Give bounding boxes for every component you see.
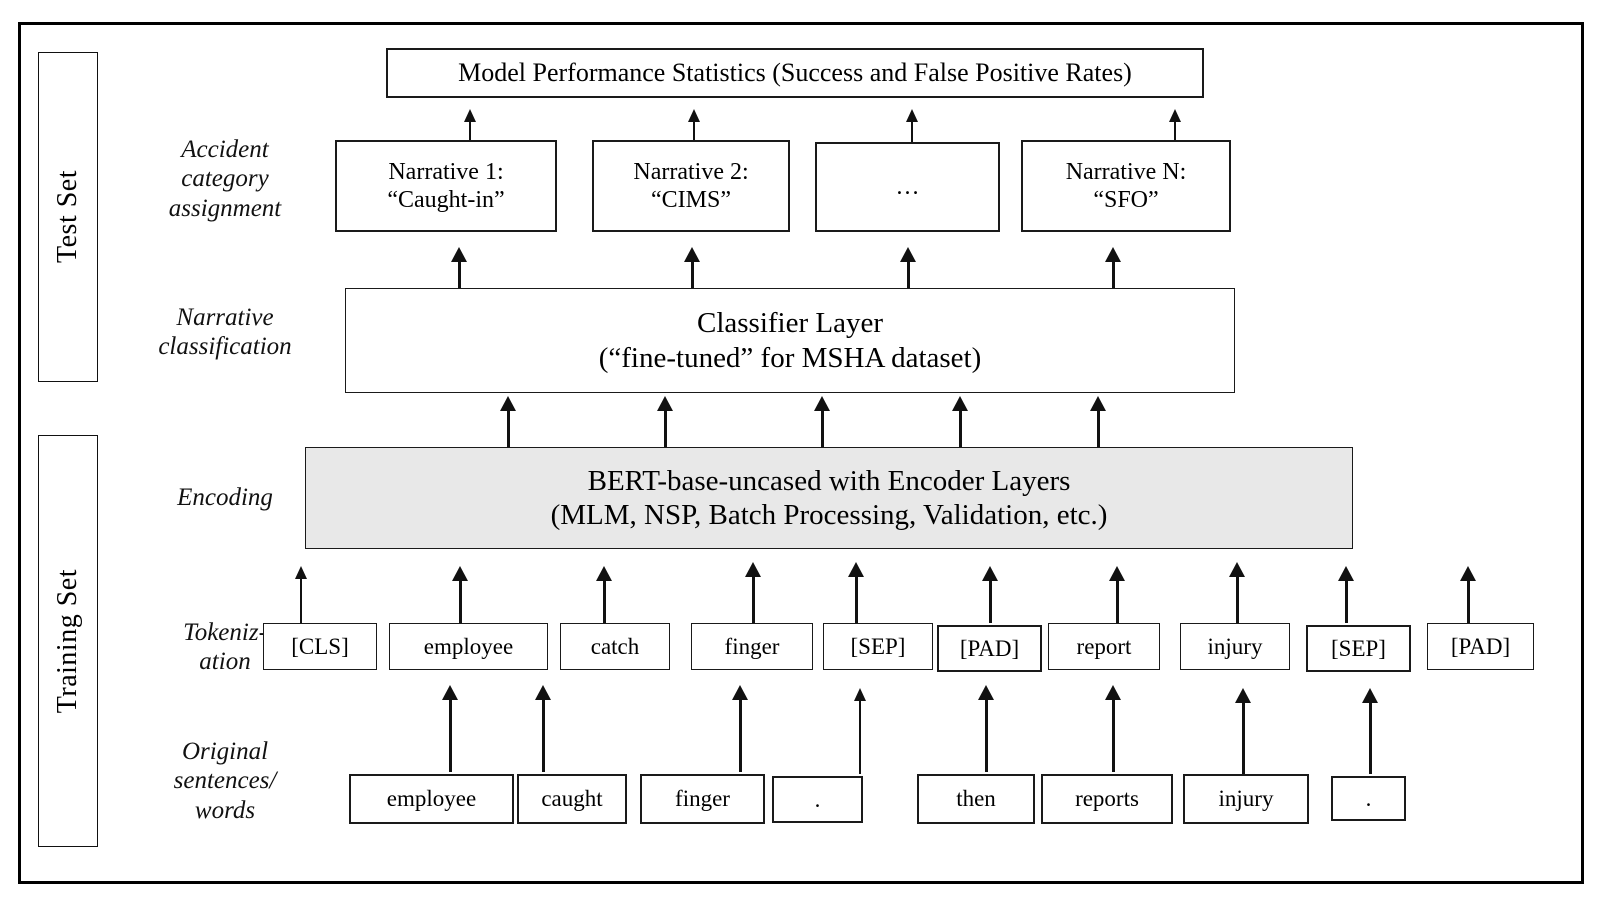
token-box-cls: [CLS] [263,623,377,670]
stage-label-narrative-classification: Narrative classification [158,304,292,361]
token-box-sep-2: [SEP] [1306,625,1411,672]
token-box-pad-2: [PAD] [1427,623,1534,670]
bert-encoder-box: BERT-base-uncased with Encoder Layers (M… [305,447,1353,549]
set-bar-training-set: Training Set [38,435,98,847]
stage-label-original-sentences-words: Original sentences/ words [173,738,277,824]
word-box-finger: finger [640,774,765,824]
word-box-reports: reports [1041,774,1173,824]
narrative-box-2: Narrative 2: “CIMS” [592,140,790,232]
narrative-box-n: Narrative N: “SFO” [1021,140,1231,232]
set-bar-test-set: Test Set [38,52,98,382]
word-box-employee: employee [349,774,514,824]
token-box-sep-1: [SEP] [823,623,933,670]
narrative-box-1: Narrative 1: “Caught-in” [335,140,557,232]
stage-label-accident-category-assignment: Accident category assignment [168,136,282,222]
stage-label-encoding: Encoding [177,484,273,511]
narrative-box-ellipsis: … [815,142,1000,232]
token-box-catch: catch [560,623,670,670]
word-box-injury: injury [1183,774,1309,824]
token-box-pad-1: [PAD] [937,625,1042,672]
classifier-layer-box: Classifier Layer (“fine-tuned” for MSHA … [345,288,1235,393]
token-box-injury: injury [1180,623,1290,670]
set-bar-test-set-label: Test Set [52,170,83,264]
token-box-employee: employee [389,623,548,670]
set-bar-training-set-label: Training Set [52,568,83,714]
word-box-period-2: . [1331,776,1406,821]
word-box-caught: caught [517,774,627,824]
word-box-then: then [917,774,1035,824]
model-performance-statistics-box: Model Performance Statistics (Success an… [386,48,1204,98]
token-box-finger: finger [691,623,813,670]
word-box-period-1: . [772,776,863,823]
stage-label-tokenization: Tokeniz- ation [183,619,267,676]
token-box-report: report [1048,623,1160,670]
